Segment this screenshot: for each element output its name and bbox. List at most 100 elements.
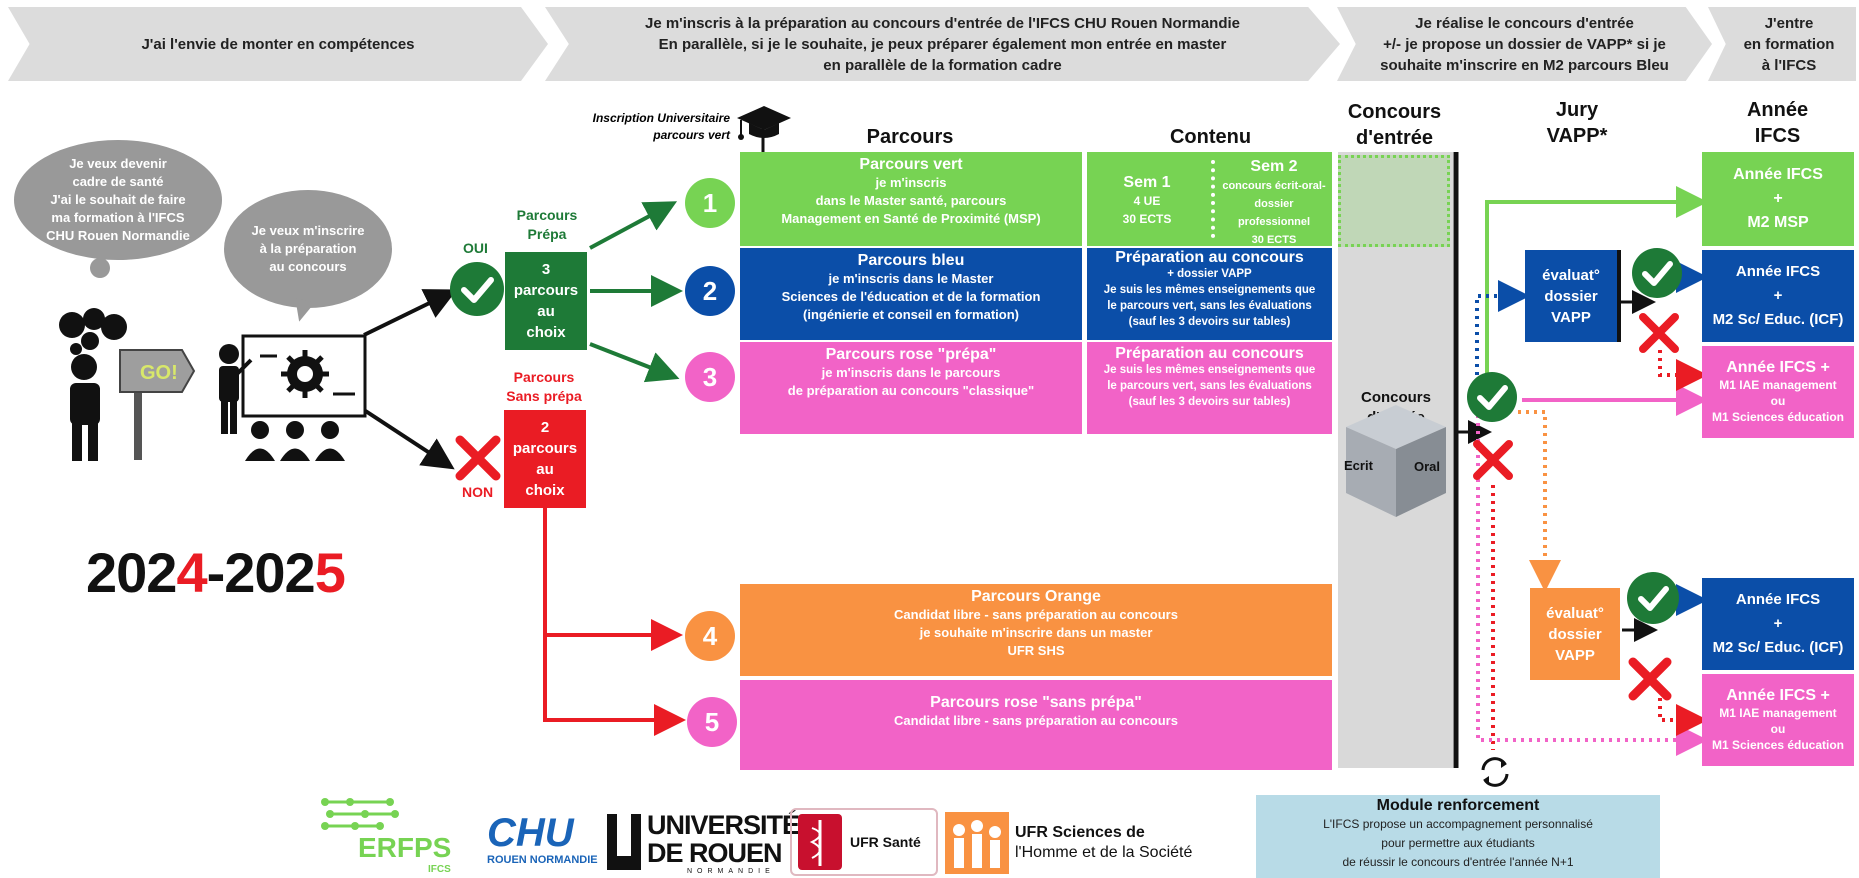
header-annee: Année IFCS (1746, 99, 1809, 147)
erfps-sub: IFCS (428, 864, 451, 875)
parcours-orange-title: Parcours Orange (971, 588, 1101, 605)
sem2-title: Sem 2 (1250, 158, 1298, 175)
result-m1-title-1: Année IFCS + (1726, 359, 1830, 376)
result-icf-box-2: Année IFCS + M2 Sc/ Educ. (ICF) (1702, 578, 1854, 670)
thought-bubble-inscription-text: Je veux m'inscrire à la préparation au c… (251, 223, 365, 274)
presenter-audience-illustration (219, 334, 367, 461)
parcours-rose-prepa-box: Parcours rose "prépa"je m'inscris dans l… (740, 342, 1082, 434)
result-icf-text-2: Année IFCS + M2 Sc/ Educ. (ICF) (1712, 591, 1844, 656)
parcours-number-1: 1 (685, 178, 735, 228)
cube-oral-label: Oral (1414, 459, 1441, 474)
contenu-rose-body: Je suis les mêmes enseignements que le p… (1103, 364, 1316, 408)
module-renforcement-box: Module renforcement L'IFCS propose un ac… (1256, 795, 1660, 878)
result-icf-text-1: Année IFCS + M2 Sc/ Educ. (ICF) (1712, 263, 1844, 328)
result-m1-box-1: Année IFCS + M1 IAE management ou M1 Scie… (1702, 346, 1854, 438)
result-msp-box: Année IFCS + M2 MSP (1702, 152, 1854, 246)
module-renforcement-body: L'IFCS propose un accompagnement personn… (1323, 817, 1593, 869)
parcours-number-4: 4 (685, 611, 735, 661)
vapp-evaluation-text-1: évaluat° dossier VAPP (1542, 266, 1600, 326)
logo-ufr-shs: UFR Sciences de l'Homme et de la Société (945, 810, 1205, 876)
parcours-bleu-box: Parcours bleu je m'inscris dans le Master… (740, 248, 1082, 340)
vapp-evaluation-box-2: évaluat° dossier VAPP (1530, 588, 1620, 680)
vapp-fail-cross-icon-1 (1639, 313, 1679, 353)
sem-divider (1211, 160, 1215, 238)
univ-text-1: UNIVERSITÉ (647, 810, 800, 840)
contenu-rose-box: Préparation au concours Je suis les mêmes… (1087, 342, 1332, 434)
sem2-block: Sem 2 concours écrit-oral-dossier profes… (1215, 158, 1333, 248)
sansprepa-title: Parcours Sans prépa (506, 369, 582, 404)
parcours-rose-prepa-body: je m'inscris dans le parcours de prépara… (787, 365, 1035, 398)
result-msp-text: Année IFCS + M2 MSP (1733, 166, 1823, 231)
cube-ecrit-label: Ecrit (1344, 458, 1373, 473)
oui-check-icon (450, 262, 504, 316)
year-part-3: -202 (206, 541, 316, 604)
concours-dotted-overlay (1338, 155, 1450, 247)
contenu-vert-box: Sem 1 4 UE 30 ECTS Sem 2 concours écrit-… (1087, 152, 1332, 246)
header-jury: Jury VAPP* (1546, 99, 1608, 147)
header-parcours: Parcours (866, 126, 954, 148)
thinking-person-illustration: GO! (59, 308, 196, 461)
parcours-bleu-body: je m'inscris dans le Master Sciences de … (781, 271, 1041, 322)
module-renforcement-title: Module renforcement (1376, 797, 1540, 814)
result-m1-body-2: M1 IAE management ou M1 Sciences éducati… (1711, 706, 1845, 752)
academic-year: 2024-2025 (86, 540, 346, 605)
parcours-orange-body: Candidat libre - sans préparation au con… (894, 607, 1178, 658)
step-1: J'ai l'envie de monter en compétences (8, 7, 548, 81)
sem1-block: Sem 1 4 UE 30 ECTS (1087, 174, 1207, 228)
non-cross-icon (455, 435, 501, 481)
parcours-vert-title: Parcours vert (859, 156, 963, 173)
vapp-fail-cross-icon-2 (1628, 657, 1672, 701)
ufr-sante-text: UFR Santé (850, 834, 921, 850)
sem1-body: 4 UE 30 ECTS (1122, 194, 1172, 226)
oui-label: OUI (463, 240, 488, 256)
exam-cube-icon (1346, 405, 1446, 517)
thought-bubble-cadre-text: Je veux devenir cadre de santé J'ai le s… (46, 156, 190, 243)
parcours-number-5: 5 (687, 697, 737, 747)
step-4: J'entre en formation à l'IFCS (1708, 7, 1856, 81)
caduceus-icon (809, 820, 822, 866)
step-1-text: J'ai l'envie de monter en compétences (141, 35, 415, 53)
step-3-text: Je réalise le concours d'entrée +/- je p… (1380, 14, 1669, 74)
contenu-bleu-title: Préparation au concours (1115, 249, 1304, 266)
step-3: Je réalise le concours d'entrée +/- je p… (1337, 7, 1712, 81)
year-part-2: 4 (176, 541, 207, 604)
logo-universite-rouen: UNIVERSITÉ DE ROUEN NORMANDIE (607, 810, 800, 876)
contenu-bleu-body: Je suis les mêmes enseignements que le p… (1103, 284, 1316, 328)
result-m1-body-1: M1 IAE management ou M1 Sciences éducati… (1711, 378, 1845, 424)
erfps-network-icon (321, 798, 399, 830)
vapp-success-check-icon-1 (1632, 248, 1682, 298)
header-contenu: Contenu (1169, 126, 1252, 148)
logo-erfps: ERFPS IFCS (320, 792, 470, 876)
thought-bubble-inscription: Je veux m'inscrire à la préparation au c… (224, 190, 392, 308)
parcours-bleu-title: Parcours bleu (857, 252, 965, 269)
univ-u-inner (617, 814, 631, 856)
header-concours: Concours d'entrée (1347, 101, 1442, 149)
year-part-1: 202 (86, 541, 177, 604)
sansprepa-choice-box: 2 parcours au choix (504, 410, 586, 508)
chu-sub: ROUEN NORMANDIE (487, 854, 598, 866)
thought-bubble-cadre: Je veux devenir cadre de santé J'ai le s… (14, 140, 222, 260)
parcours-number-3: 3 (685, 352, 735, 402)
sem2-body: concours écrit-oral-dossier professionne… (1222, 180, 1326, 246)
sansprepa-choice-text: 2 parcours au choix (512, 419, 578, 499)
graduation-cap-icon (737, 106, 791, 140)
parcours-rose-sans-prepa-body: Candidat libre - sans préparation au con… (894, 713, 1178, 728)
parcours-number-2: 2 (685, 266, 735, 316)
result-m1-box-2: Année IFCS +M1 IAE management ou M1 Scie… (1702, 674, 1854, 766)
concours-fail-cross-icon (1473, 440, 1513, 480)
chu-text: CHU (487, 811, 574, 855)
retry-cycle-icon (1481, 757, 1509, 787)
contenu-bleu-sub: + dossier VAPP (1167, 268, 1252, 280)
parcours-vert-body: je m'inscris dans le Master santé, parco… (781, 175, 1041, 226)
thought-bubble-cadre-tail (90, 258, 110, 278)
vapp-success-check-icon-2 (1627, 572, 1679, 624)
contenu-rose-title: Préparation au concours (1115, 345, 1304, 362)
parcours-vert-box: Parcours vert je m'inscris dans le Master… (740, 152, 1082, 246)
parcours-rose-sans-prepa-box: Parcours rose "sans prépa"Candidat libre… (740, 680, 1332, 770)
vapp-evaluation-box-1: évaluat° dossier VAPP (1525, 250, 1621, 342)
contenu-bleu-box: Préparation au concours + dossier VAPP Je … (1087, 248, 1332, 340)
prepa-title: Parcours Prépa (516, 207, 578, 242)
prepa-choice-box: 3 parcours au choix (505, 252, 587, 350)
go-sign-text: GO! (140, 362, 178, 384)
